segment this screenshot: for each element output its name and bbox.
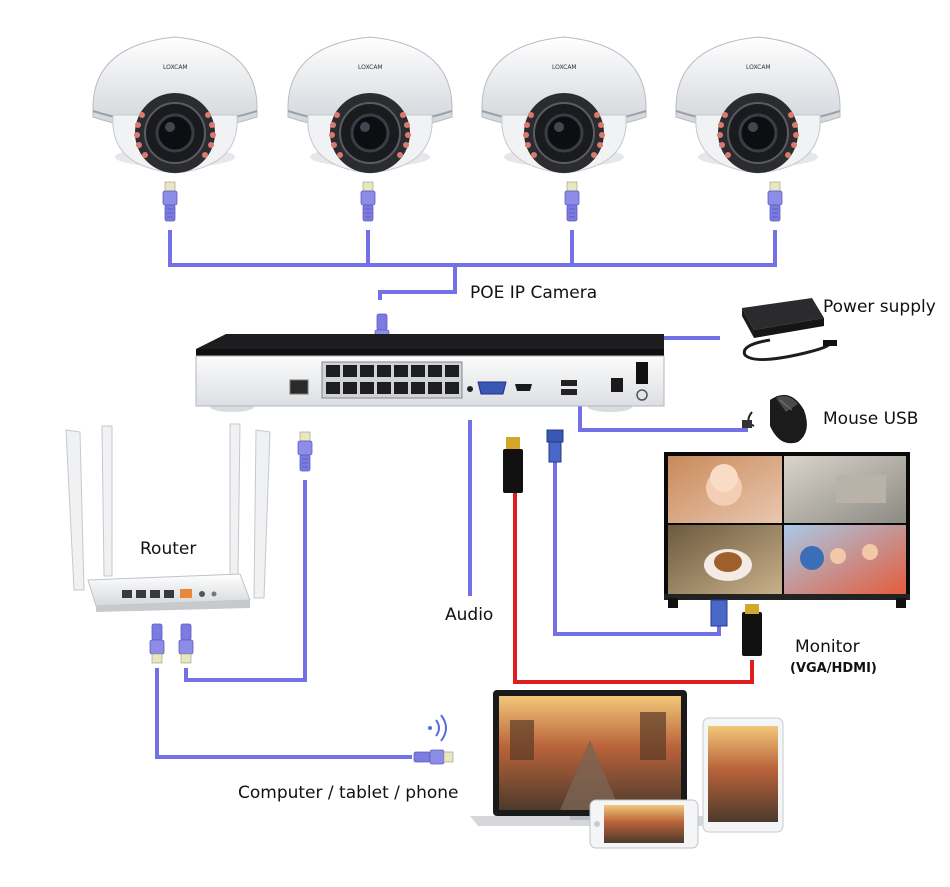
hdmi-plug-icon — [742, 604, 762, 656]
mouse-usb-label: Mouse USB — [823, 409, 919, 429]
vga-plug-icon — [546, 429, 564, 463]
rj45-plug-icon — [413, 749, 454, 765]
rj45-plug-icon — [149, 623, 165, 664]
rj45-plug-icon — [162, 181, 178, 222]
hdmi-cable — [513, 490, 754, 684]
usb-mouse-icon — [742, 394, 807, 444]
router-wan-cable — [184, 480, 307, 682]
monitor-sub-label: (VGA/HDMI) — [790, 661, 877, 676]
vga-plug-icon — [710, 599, 728, 627]
wifi-signal-icon — [428, 714, 447, 742]
wifi-router-icon — [65, 423, 271, 612]
audio-label: Audio — [445, 605, 494, 625]
rj45-plug-icon — [767, 181, 783, 222]
router-lan-cable — [155, 668, 412, 759]
camera-brand-label: LOXCAM — [552, 64, 577, 71]
dome-camera-2: LOXCAM — [286, 35, 454, 175]
hdmi-plug-icon — [503, 437, 523, 493]
router-label: Router — [140, 539, 197, 559]
mouse-cable — [578, 400, 748, 432]
rj45-plug-icon — [564, 181, 580, 222]
rj45-plug-icon — [297, 431, 313, 472]
tablet-icon — [702, 717, 784, 833]
poe-ip-camera-label: POE IP Camera — [470, 283, 598, 303]
vga-cable — [553, 460, 721, 636]
power-adapter-icon — [742, 298, 837, 361]
rj45-plug-icon — [360, 181, 376, 222]
camera-brand-label: LOXCAM — [163, 64, 188, 71]
dome-camera-4: LOXCAM — [674, 35, 842, 175]
camera-brand-label: LOXCAM — [358, 64, 383, 71]
tv-monitor-icon — [664, 452, 910, 608]
dome-camera-1: LOXCAM — [91, 35, 259, 175]
nvr-icon — [195, 334, 665, 412]
camera-brand-label: LOXCAM — [746, 64, 771, 71]
monitor-label: Monitor — [795, 637, 860, 657]
camera-bus-cable — [168, 230, 777, 300]
rj45-plug-icon — [178, 623, 194, 664]
dome-camera-3: LOXCAM — [480, 35, 648, 175]
client-devices-label: Computer / tablet / phone — [238, 783, 459, 803]
phone-icon — [589, 799, 699, 849]
power-supply-label: Power supply — [823, 297, 936, 317]
